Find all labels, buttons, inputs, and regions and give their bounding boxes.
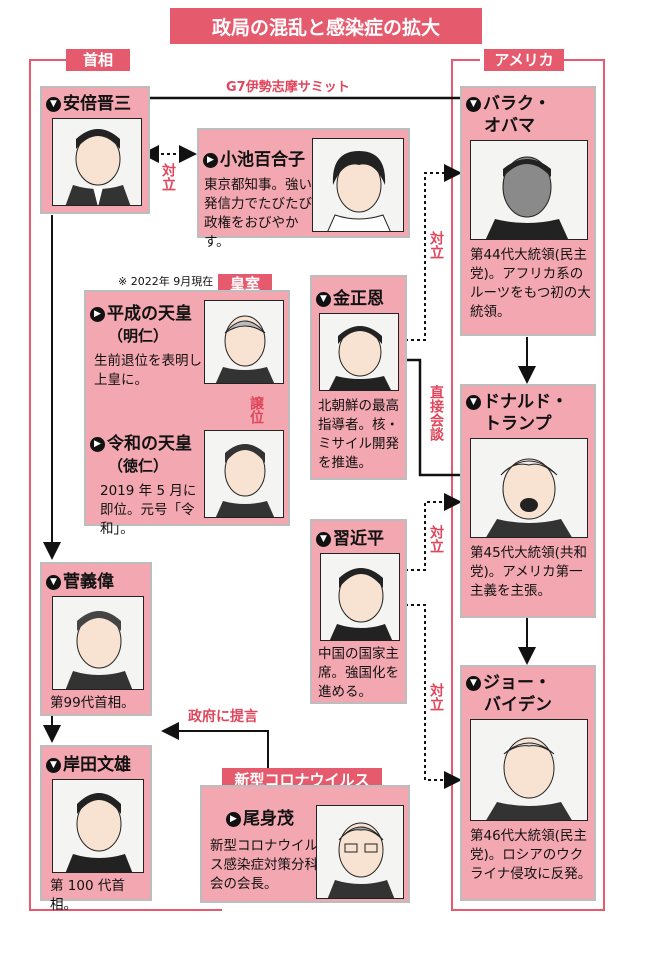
sub-heisei: （明仁） <box>108 327 169 345</box>
name-trump-line2: トランプ <box>484 414 552 434</box>
section-tag-pm: 首相 <box>66 49 130 71</box>
card-imperial: ▶平成の天皇 （明仁） 生前退位を表明し上皇に。 譲位 ▶令和の天皇 （徳仁） … <box>84 290 290 537</box>
sub-reiwa: （徳仁） <box>108 457 169 475</box>
portrait-biden <box>470 719 588 821</box>
section-tag-america: アメリカ <box>484 49 564 71</box>
desc-koike: 東京都知事。強い発信力でたびたび政権をおびやかす。 <box>204 177 312 250</box>
portrait-omi <box>316 805 404 899</box>
name-heisei: ▶平成の天皇 <box>90 304 192 324</box>
relation-direct-talk: 直接会談 <box>428 385 444 441</box>
portrait-suga <box>52 596 144 690</box>
date-note: ※ 2022年 9月現在 <box>118 275 214 288</box>
face-illustration-icon <box>215 444 275 517</box>
portrait-trump <box>470 438 588 538</box>
portrait-kishida <box>52 779 144 873</box>
card-omi: ▶尾身茂 新型コロナウイルス感染症対策分科会の会長。 <box>200 785 410 903</box>
card-biden: ▼ジョー・ バイデン 第46代大統領(民主党)。ロシアのウクライナ侵攻に反発。 <box>460 665 596 901</box>
name-koike: ▶小池百合子 <box>203 150 305 170</box>
card-suga: ▼菅義偉 第99代首相。 <box>40 562 152 716</box>
desc-kishida: 第 100 代首相。 <box>50 878 125 913</box>
triangle-icon: ▶ <box>90 436 105 452</box>
name-abe: ▼安倍晋三 <box>46 94 131 114</box>
portrait-heisei <box>204 300 284 384</box>
card-abe: ▼安倍晋三 <box>40 86 150 214</box>
triangle-icon: ▼ <box>466 96 481 112</box>
triangle-icon: ▶ <box>90 306 105 322</box>
face-illustration-icon <box>329 326 391 390</box>
name-obama-line2: オバマ <box>484 116 535 136</box>
desc-heisei: 生前退位を表明し上皇に。 <box>94 353 202 388</box>
face-illustration-icon <box>215 315 275 383</box>
section-tag-imperial: 皇室 <box>218 274 272 294</box>
face-illustration-icon <box>65 129 131 205</box>
triangle-icon: ▶ <box>203 152 218 168</box>
face-illustration-icon <box>65 611 133 689</box>
portrait-reiwa <box>204 430 284 518</box>
relation-oppose-abe-koike: 対立 <box>160 163 176 191</box>
triangle-icon: ▼ <box>466 675 481 691</box>
relation-g7: G7伊勢志摩サミット <box>226 80 350 95</box>
triangle-icon: ▼ <box>316 291 331 307</box>
triangle-icon: ▼ <box>46 757 61 773</box>
face-illustration-icon <box>327 151 391 231</box>
name-biden-line2: バイデン <box>484 695 552 715</box>
face-illustration-icon <box>327 822 395 898</box>
name-obama-line1: ▼バラク・ <box>466 94 551 114</box>
relation-oppose-kim-obama: 対立 <box>428 231 444 259</box>
face-illustration-icon <box>486 737 572 820</box>
card-koike: ▶小池百合子 東京都知事。強い発信力でたびたび政権をおびやかす。 <box>197 128 410 250</box>
title-banner: 政局の混乱と感染症の拡大 <box>170 8 482 44</box>
relation-oppose-xi-trump: 対立 <box>428 525 444 553</box>
desc-suga: 第99代首相。 <box>50 695 135 711</box>
triangle-icon: ▼ <box>316 531 331 547</box>
portrait-kim <box>319 313 399 391</box>
triangle-icon: ▼ <box>466 394 481 410</box>
desc-reiwa: 2019 年 5 月に即位。元号「令和」。 <box>100 483 197 537</box>
relation-oppose-xi-biden: 対立 <box>428 683 444 711</box>
face-illustration-icon <box>65 793 133 872</box>
portrait-obama <box>470 140 588 240</box>
desc-biden: 第46代大統領(民主党)。ロシアのウクライナ侵攻に反発。 <box>470 828 592 882</box>
desc-obama: 第44代大統領(民主党)。アフリカ系のルーツをもつ初の大統領。 <box>470 247 591 320</box>
desc-omi: 新型コロナウイルス感染症対策分科会の会長。 <box>210 838 318 892</box>
triangle-icon: ▶ <box>226 811 241 827</box>
relation-proposal: 政府に提言 <box>188 709 258 725</box>
name-kishida: ▼岸田文雄 <box>46 755 131 775</box>
desc-trump: 第45代大統領(共和党)。アメリカ第一主義を主張。 <box>470 545 587 599</box>
card-trump: ▼ドナルド・ トランプ 第45代大統領(共和党)。アメリカ第一主義を主張。 <box>460 384 596 618</box>
desc-kim: 北朝鮮の最高指導者。核・ミサイル開発を推進。 <box>318 398 399 471</box>
card-xi: ▼習近平 中国の国家主席。強国化を進める。 <box>310 519 407 704</box>
name-trump-line1: ▼ドナルド・ <box>466 392 568 412</box>
triangle-icon: ▼ <box>46 574 61 590</box>
relation-abdication: 譲位 <box>248 396 264 424</box>
portrait-koike <box>312 138 404 232</box>
face-illustration-icon <box>486 458 572 537</box>
face-illustration-icon <box>485 156 569 239</box>
desc-xi: 中国の国家主席。強国化を進める。 <box>318 646 399 700</box>
portrait-xi <box>320 553 400 641</box>
face-illustration-icon <box>329 568 393 640</box>
name-suga: ▼菅義偉 <box>46 572 114 592</box>
name-omi: ▶尾身茂 <box>226 809 294 829</box>
card-kishida: ▼岸田文雄 第 100 代首相。 <box>40 745 152 913</box>
page-title: 政局の混乱と感染症の拡大 <box>211 17 440 39</box>
card-obama: ▼バラク・ オバマ 第44代大統領(民主党)。アフリカ系のルーツをもつ初の大統領… <box>460 86 596 336</box>
portrait-abe <box>52 118 142 206</box>
name-kim: ▼金正恩 <box>316 289 384 309</box>
triangle-icon: ▼ <box>46 96 61 112</box>
name-xi: ▼習近平 <box>316 529 384 549</box>
name-reiwa: ▶令和の天皇 <box>90 434 192 454</box>
card-kim: ▼金正恩 北朝鮮の最高指導者。核・ミサイル開発を推進。 <box>310 275 407 480</box>
name-biden-line1: ▼ジョー・ <box>466 673 551 693</box>
